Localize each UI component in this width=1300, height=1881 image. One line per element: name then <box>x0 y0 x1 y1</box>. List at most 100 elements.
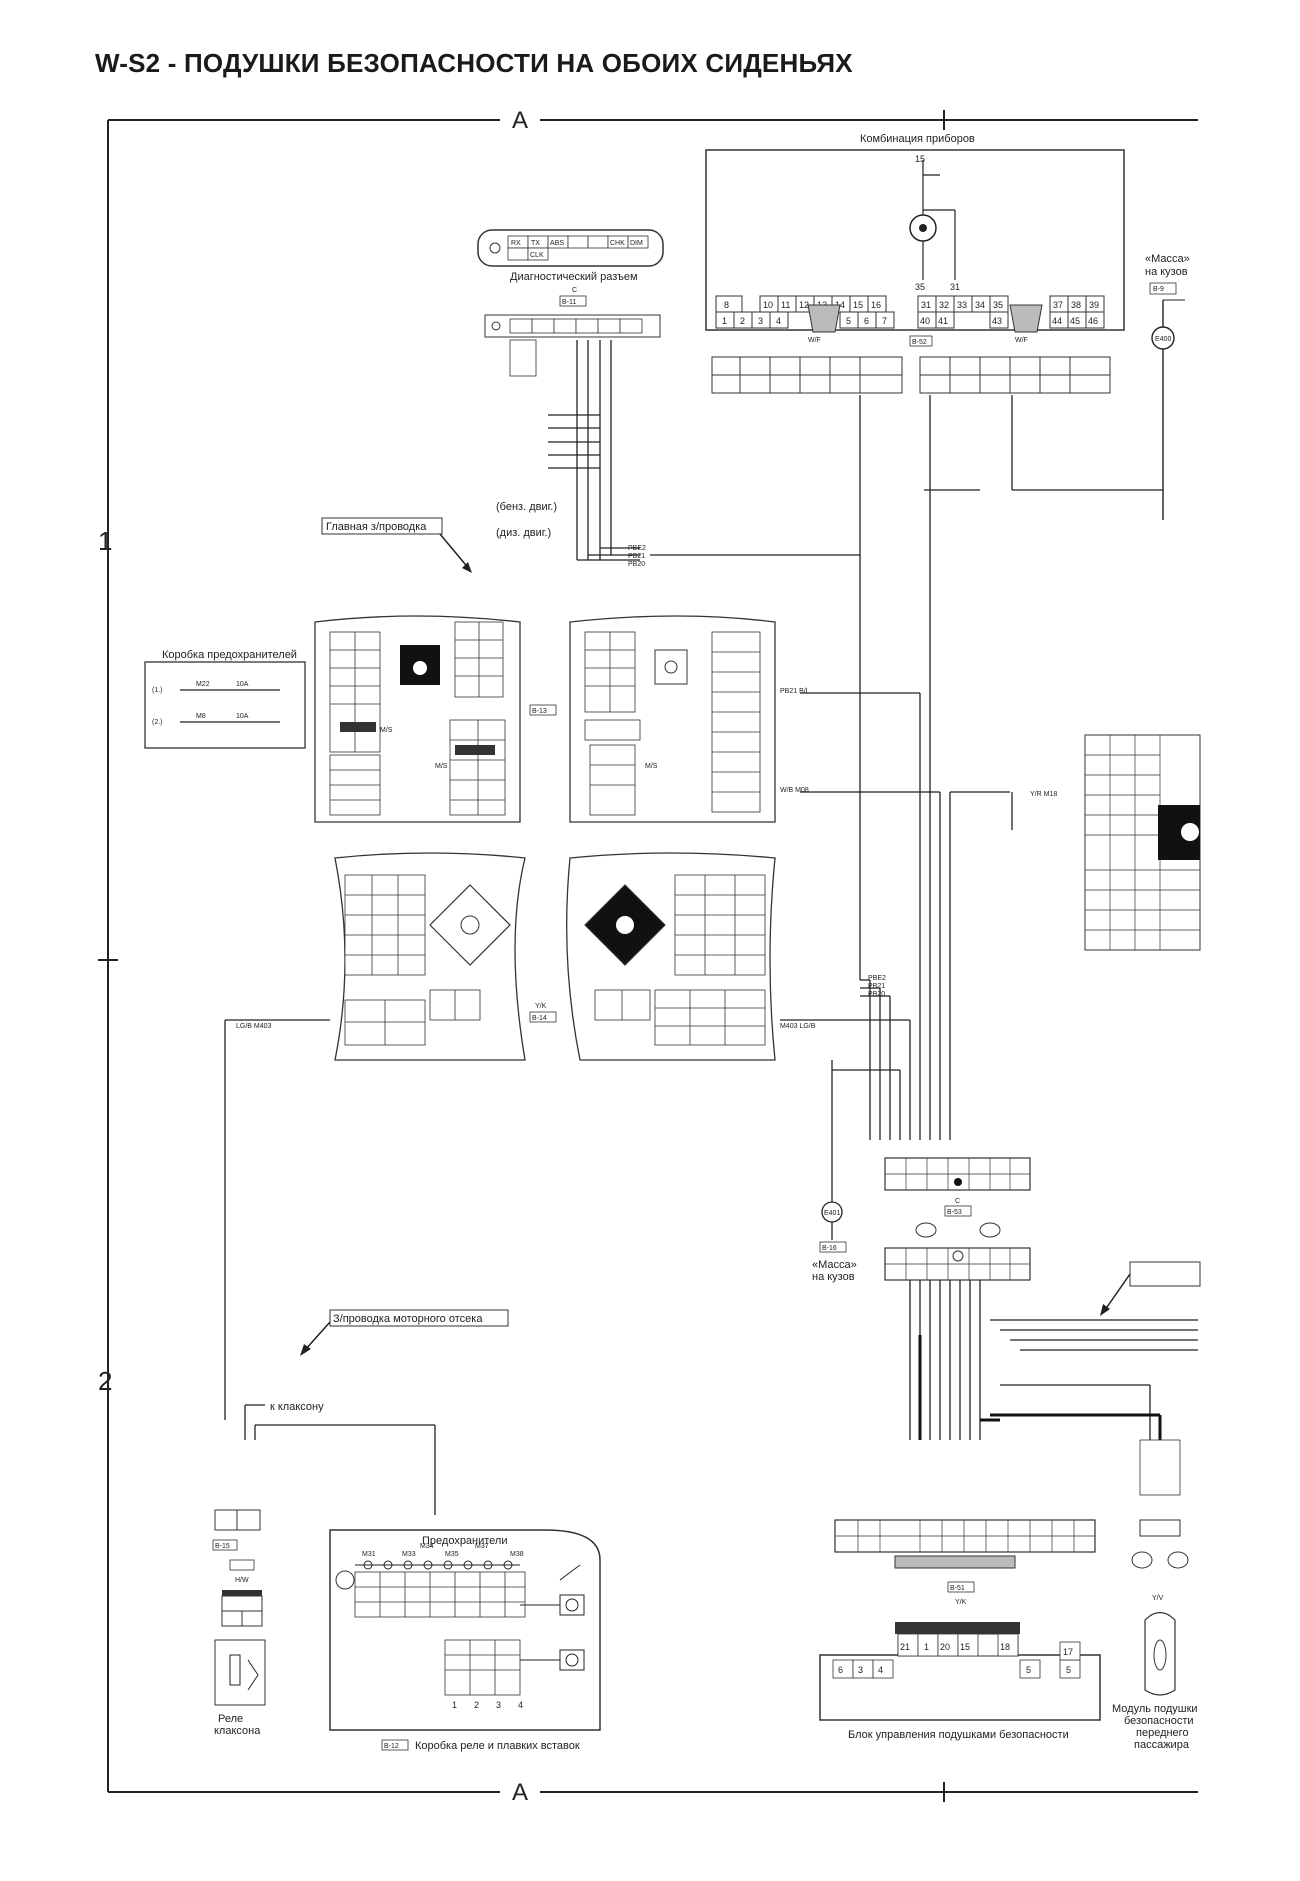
svg-text:M22: M22 <box>196 681 210 688</box>
passenger-airbag-module: Y/V Модуль подушки безопасности переднег… <box>1112 1439 1198 1751</box>
svg-text:40: 40 <box>920 316 930 326</box>
svg-text:31: 31 <box>921 300 931 310</box>
svg-text:1: 1 <box>722 316 727 326</box>
harness-block-far-right <box>1084 734 1201 951</box>
svg-text:Y/R M18: Y/R M18 <box>1030 791 1057 798</box>
svg-text:35: 35 <box>915 282 925 292</box>
svg-text:4: 4 <box>878 1665 883 1675</box>
svg-text:PBE2: PBE2 <box>628 545 646 552</box>
svg-text:переднего: переднего <box>1136 1727 1189 1739</box>
cluster-wires <box>859 395 1163 1140</box>
svg-text:6: 6 <box>838 1665 843 1675</box>
row-marker-2: 2 <box>98 1366 112 1396</box>
svg-text:3: 3 <box>858 1665 863 1675</box>
svg-text:B-13: B-13 <box>532 708 547 715</box>
svg-text:M/S: M/S <box>645 763 658 770</box>
svg-text:45: 45 <box>1070 316 1080 326</box>
svg-text:M34: M34 <box>420 1543 434 1550</box>
svg-text:B-14: B-14 <box>532 1015 547 1022</box>
svg-text:10: 10 <box>763 300 773 310</box>
instrument-cluster: Комбинация приборов 15 35 31 8 10 11 12 … <box>705 133 1125 394</box>
svg-text:ABS: ABS <box>550 240 564 247</box>
svg-text:15: 15 <box>915 154 925 164</box>
svg-text:M33: M33 <box>402 1551 416 1558</box>
svg-text:4: 4 <box>518 1700 523 1710</box>
svg-text:RX: RX <box>511 240 521 247</box>
body-ground-top-label-1: «Масса» <box>1145 253 1190 265</box>
harness-wires <box>224 692 1013 1420</box>
svg-text:Коробка предохранителей: Коробка предохранителей <box>162 649 297 661</box>
svg-text:32: 32 <box>939 300 949 310</box>
svg-text:Главная з/проводка: Главная з/проводка <box>326 521 427 533</box>
svg-text:(2.): (2.) <box>152 719 163 726</box>
svg-text:20: 20 <box>940 1642 950 1652</box>
svg-text:Y/V: Y/V <box>1152 1595 1164 1602</box>
diagnostic-connector: RX TX ABS CHK DIM CLK Диагностический ра… <box>477 229 664 377</box>
relay-coil-icon <box>229 1654 241 1686</box>
svg-text:2: 2 <box>740 316 745 326</box>
svg-text:37: 37 <box>1053 300 1063 310</box>
svg-text:38: 38 <box>1071 300 1081 310</box>
svg-text:(1.): (1.) <box>152 687 163 694</box>
svg-text:W/F: W/F <box>1015 337 1028 344</box>
svg-text:15: 15 <box>853 300 863 310</box>
svg-text:E400: E400 <box>1155 336 1171 343</box>
svg-text:Модуль подушки: Модуль подушки <box>1112 1703 1198 1715</box>
body-ground-top-label-2: на кузов <box>1145 266 1188 278</box>
airbag-igniter-icon <box>1153 1639 1167 1671</box>
svg-text:1: 1 <box>452 1700 457 1710</box>
svg-text:35: 35 <box>993 300 1003 310</box>
svg-text:C: C <box>955 1198 960 1205</box>
svg-text:PB20: PB20 <box>868 991 885 998</box>
svg-text:M/S: M/S <box>380 727 393 734</box>
relay-fuse-box: Предохранители M31 M33 M34 M35 M37 M38 <box>329 1529 601 1752</box>
svg-text:M35: M35 <box>445 1551 459 1558</box>
svg-text:З/проводка моторного отсека: З/проводка моторного отсека <box>333 1313 483 1325</box>
instrument-cluster-label: Комбинация приборов <box>860 133 975 145</box>
svg-text:H/W: H/W <box>235 1577 249 1584</box>
harness-block-lower-left: Y/K B-14 <box>334 852 557 1061</box>
row-marker-1: 1 <box>98 526 112 556</box>
svg-text:5: 5 <box>846 316 851 326</box>
svg-text:M403 LG/B: M403 LG/B <box>780 1023 816 1030</box>
svg-text:12: 12 <box>799 300 809 310</box>
ground-point-icon <box>1151 326 1175 350</box>
svg-text:на кузов: на кузов <box>812 1271 855 1283</box>
ref-box <box>212 1539 238 1551</box>
svg-text:безопасности: безопасности <box>1124 1715 1194 1727</box>
ground-point-mid-icon <box>821 1201 843 1223</box>
svg-text:PB21: PB21 <box>628 553 645 560</box>
svg-text:18: 18 <box>1000 1642 1010 1652</box>
cluster-connector-shape-right <box>1009 304 1043 333</box>
svg-text:PB21: PB21 <box>868 983 885 990</box>
column-marker-bottom: A <box>512 1779 528 1806</box>
svg-text:Реле: Реле <box>218 1713 243 1725</box>
middle-connector-c: C B-53 <box>884 1157 1031 1281</box>
harness-block-upper-right: M/S PB21 B/L W/B M08 <box>569 615 810 823</box>
svg-text:B-52: B-52 <box>912 339 927 346</box>
svg-text:M/S: M/S <box>435 763 448 770</box>
svg-text:M37: M37 <box>475 1543 489 1550</box>
body-ground-mid: E401 B-16 «Масса» на кузов <box>812 1190 857 1283</box>
engine-harness-callout: З/проводка моторного отсека <box>300 1309 509 1356</box>
svg-text:46: 46 <box>1088 316 1098 326</box>
svg-text:11: 11 <box>781 300 790 310</box>
svg-text:33: 33 <box>957 300 967 310</box>
fuse-box: Коробка предохранителей (1.) (2.) M22 10… <box>144 649 306 749</box>
harness-block-upper-left: M/S M/S B-13 <box>314 615 557 823</box>
svg-text:W/B M08: W/B M08 <box>780 787 809 794</box>
horn-relay: H/W Реле клаксона <box>214 1509 266 1737</box>
svg-text:39: 39 <box>1089 300 1099 310</box>
svg-text:M31: M31 <box>362 1551 376 1558</box>
svg-text:PBE2: PBE2 <box>868 975 886 982</box>
svg-text:PB21 B/L: PB21 B/L <box>780 688 810 695</box>
svg-text:«Масса»: «Масса» <box>812 1259 857 1271</box>
svg-text:10A: 10A <box>236 681 249 688</box>
petrol-engine-label: (бенз. двиг.) <box>496 501 557 513</box>
svg-text:M38: M38 <box>510 1551 524 1558</box>
svg-text:B-15: B-15 <box>215 1543 230 1550</box>
cluster-pin-row-1 <box>715 295 1105 313</box>
cluster-pin-row-2 <box>715 311 1105 329</box>
svg-text:LG/B M403: LG/B M403 <box>236 1023 272 1030</box>
